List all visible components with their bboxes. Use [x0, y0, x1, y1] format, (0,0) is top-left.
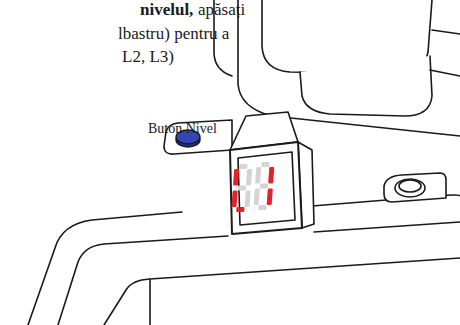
unlit-segment [254, 189, 260, 206]
head-housing [432, 30, 460, 34]
display-housing [230, 142, 302, 234]
unlit-segment [239, 164, 247, 169]
head-housing [300, 56, 432, 116]
lit-segment [232, 191, 238, 208]
head-housing [430, 70, 460, 76]
instruction-text: apăsați [198, 0, 245, 20]
lit-segment [233, 169, 239, 186]
seven-segment-display [232, 162, 275, 212]
round-button [395, 179, 425, 197]
instruction-text: lbastru) pentru a [118, 24, 229, 44]
unlit-segment [238, 186, 246, 191]
unlit-segment [255, 167, 261, 184]
base-outline [28, 212, 182, 325]
unlit-segment [245, 191, 251, 208]
unlit-segment [260, 184, 268, 189]
base-outline [149, 279, 151, 325]
round-button [399, 180, 421, 192]
button-recess [384, 173, 446, 202]
unlit-segment [258, 205, 266, 210]
instruction-text: L2, L3) [122, 47, 174, 67]
display-screen [238, 152, 295, 225]
base-outline [314, 222, 460, 232]
unlit-segment [246, 169, 252, 186]
lit-segment [236, 207, 244, 212]
lit-segment [268, 167, 274, 184]
part-label: Buton Nivel [148, 121, 217, 137]
lit-segment [267, 189, 273, 206]
instruction-text: nivelul, [140, 0, 193, 20]
unlit-segment [261, 162, 269, 167]
base-outline [104, 258, 460, 325]
